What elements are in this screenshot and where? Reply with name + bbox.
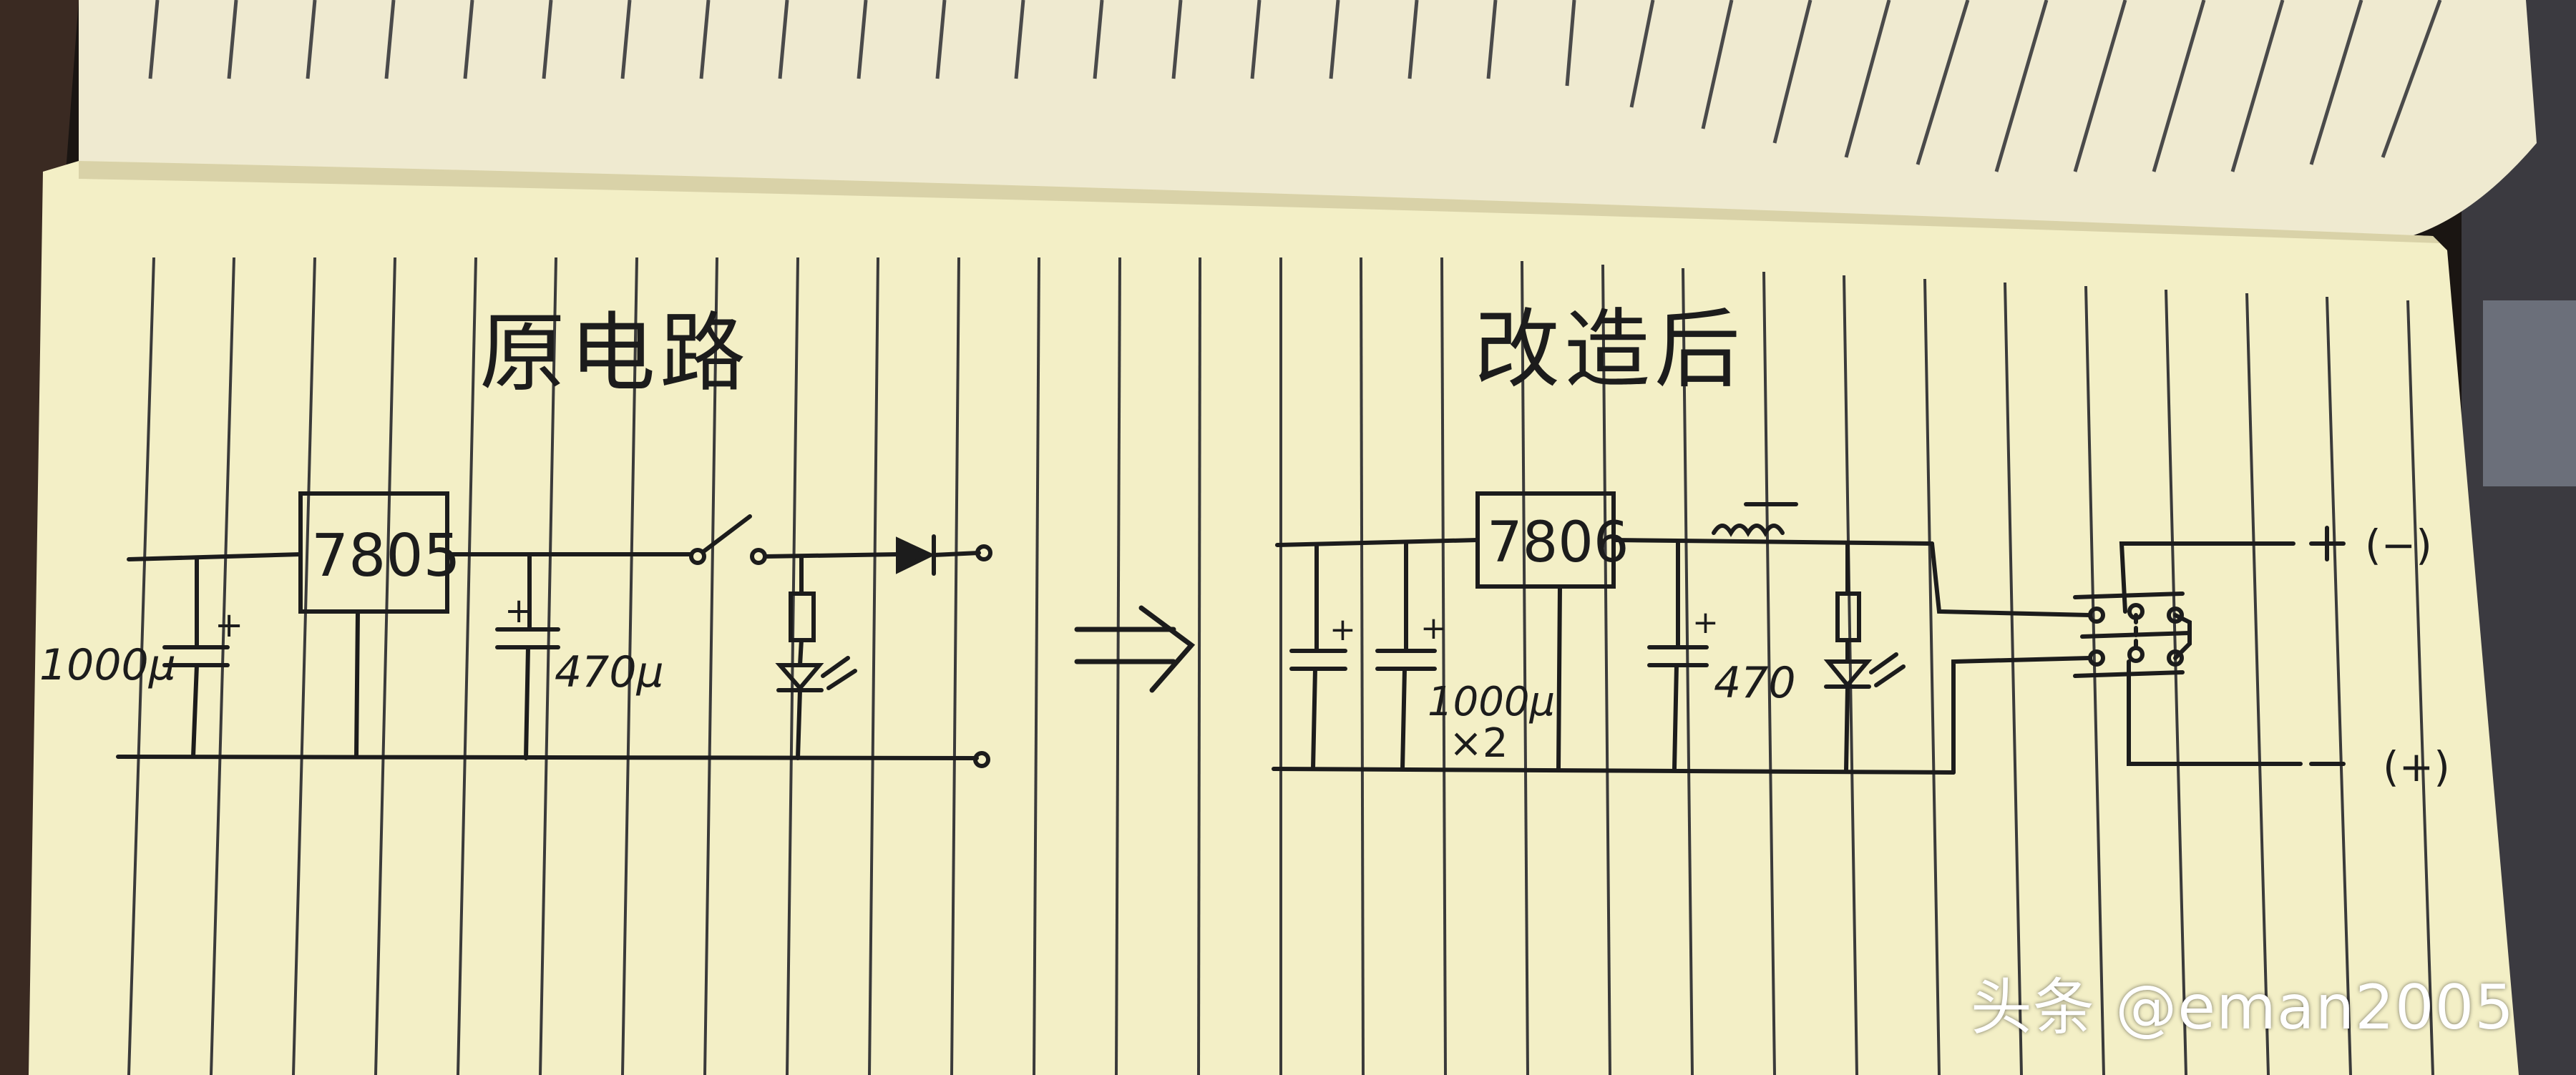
orig-input-cap-label: 1000μ xyxy=(39,640,176,690)
inductor-icon xyxy=(1712,502,1798,537)
page-rules xyxy=(127,257,2434,1075)
mod-bottom-rail xyxy=(1272,767,1956,775)
mod-top-rail-out xyxy=(1611,538,1934,546)
main-page xyxy=(29,161,2519,1075)
orig-bottom-rail xyxy=(116,755,979,760)
title-modified-circuit: 改造后 xyxy=(1474,300,1745,400)
orig-out-terminal-bottom xyxy=(973,751,990,768)
mod-regulator-label: 7806 xyxy=(1487,511,1629,575)
mod-input-caps-count: ×2 xyxy=(1449,720,1508,767)
watermark: 头条 @eman2005 xyxy=(1970,972,2514,1044)
mod-out-negative-label: (+) xyxy=(2383,742,2450,791)
original-circuit xyxy=(116,491,992,768)
modified-circuit xyxy=(1272,491,2346,775)
orig-regulator-label: 7805 xyxy=(311,522,461,590)
mod-out-positive-label: (−) xyxy=(2365,521,2432,569)
mod-input-cap1-plus: + xyxy=(1330,612,1356,648)
page-gutter-shadow xyxy=(79,161,2440,243)
orig-top-rail-after-switch xyxy=(763,552,900,559)
dpdt-switch-icon xyxy=(2073,592,2192,678)
title-original-circuit: 原电路 xyxy=(479,304,750,403)
arrow-icon xyxy=(1074,605,1196,693)
mod-output-cap-label: 470 xyxy=(1714,658,1796,708)
orig-top-rail-in xyxy=(127,552,303,561)
mod-top-rail-in xyxy=(1275,538,1480,547)
capacitor-icon xyxy=(1289,649,1347,671)
orig-output-cap-plus: + xyxy=(504,591,533,631)
mod-input-caps-label: 1000μ xyxy=(1428,679,1555,725)
upper-page-rules xyxy=(148,0,2442,172)
mod-input-cap2-plus: + xyxy=(1420,610,1447,647)
mod-output-cap-plus: + xyxy=(1692,604,1719,641)
orig-input-cap-plus: + xyxy=(215,605,243,645)
right-shelf-highlight xyxy=(2483,300,2576,486)
orig-output-cap-label: 470μ xyxy=(555,647,664,697)
orig-out-terminal-top xyxy=(975,544,992,561)
led-icon xyxy=(1823,652,1906,689)
